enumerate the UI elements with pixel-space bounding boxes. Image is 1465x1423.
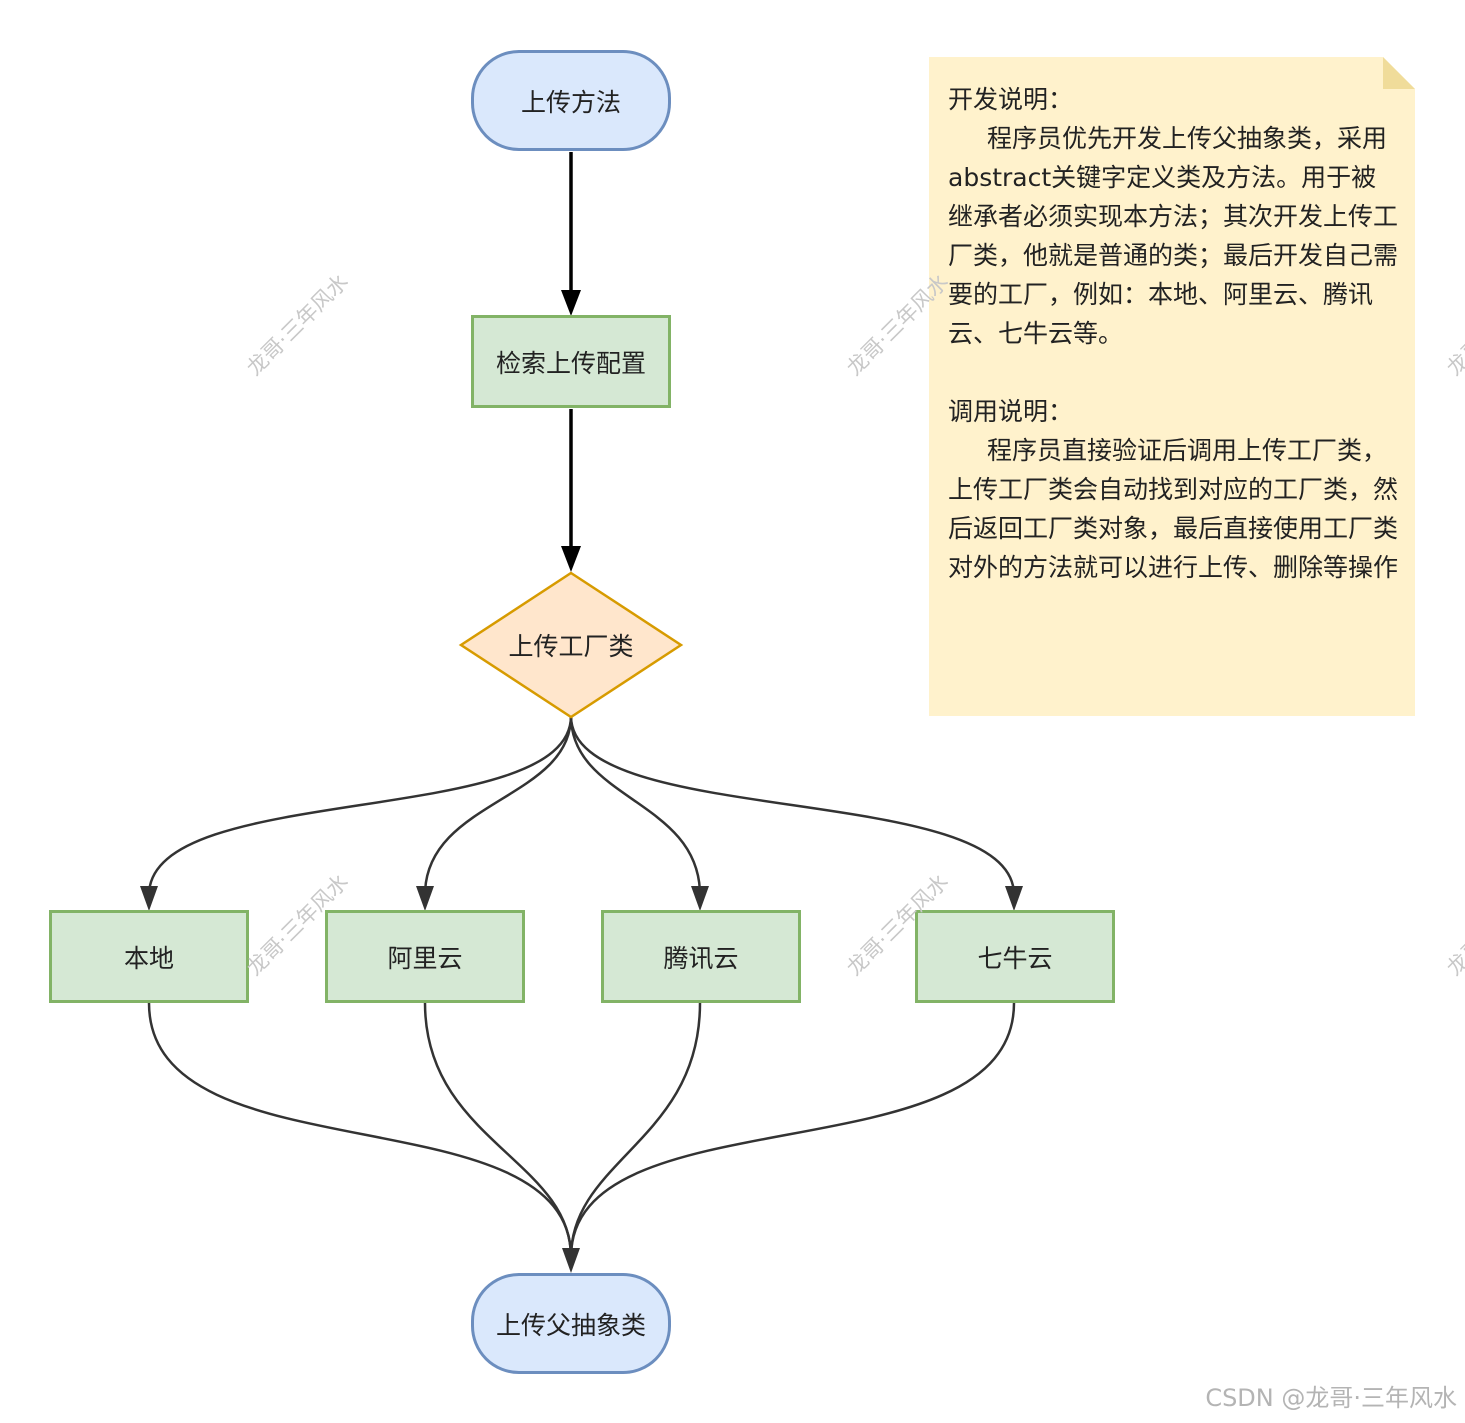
- end-node: 上传父抽象类: [471, 1273, 671, 1374]
- start-node: 上传方法: [471, 50, 671, 151]
- note-text: 开发说明： 程序员优先开发上传父抽象类，采用abstract关键字定义类及方法。…: [948, 80, 1398, 587]
- aliyun-node: 阿里云: [325, 910, 525, 1003]
- factory-decision-label: 上传工厂类: [508, 632, 634, 661]
- dev-notes-body: 程序员优先开发上传父抽象类，采用abstract关键字定义类及方法。用于被继承者…: [948, 119, 1398, 353]
- dev-notes-title: 开发说明：: [948, 85, 1074, 114]
- arrowhead-tencent: [691, 886, 709, 911]
- edge-qiniu-to-end: [569, 1002, 1016, 1258]
- arrowhead-end: [562, 1248, 580, 1273]
- tencent-node: 腾讯云: [601, 910, 801, 1003]
- aliyun-label: 阿里云: [387, 943, 463, 973]
- edge-factory-to-aliyun: [423, 715, 573, 896]
- edge-factory-to-local: [147, 715, 573, 896]
- edge-tencent-to-end: [569, 1002, 702, 1258]
- footer-credit: CSDN @龙哥·三年风水: [1205, 1384, 1457, 1412]
- arrowhead-qiniu: [1005, 886, 1023, 911]
- edge-local-to-end: [147, 1002, 573, 1258]
- start-node-label: 上传方法: [520, 87, 621, 117]
- arrowhead-retrieve: [561, 290, 581, 316]
- retrieve-config-node: 检索上传配置: [471, 315, 671, 408]
- call-notes-title: 调用说明：: [948, 397, 1074, 426]
- tencent-label: 腾讯云: [663, 943, 739, 973]
- factory-decision-node: 上传工厂类: [461, 573, 681, 717]
- dev-notes-body-text: 程序员优先开发上传父抽象类，采用abstract关键字定义类及方法。用于被继承者…: [948, 124, 1399, 348]
- arrowhead-aliyun: [416, 886, 434, 911]
- call-notes-body-text: 程序员直接验证后调用上传工厂类，上传工厂类会自动找到对应的工厂类，然后返回工厂类…: [948, 436, 1399, 582]
- qiniu-node: 七牛云: [915, 910, 1115, 1003]
- edge-aliyun-to-end: [423, 1002, 573, 1258]
- sticky-note: [929, 57, 1415, 716]
- qiniu-label: 七牛云: [977, 943, 1053, 973]
- retrieve-config-label: 检索上传配置: [495, 348, 646, 378]
- local-node: 本地: [49, 910, 249, 1003]
- factory-diamond-shape: [458, 571, 684, 719]
- edge-factory-to-tencent: [569, 715, 702, 896]
- end-node-label: 上传父抽象类: [495, 1310, 646, 1340]
- arrowhead-factory: [561, 546, 581, 572]
- local-label: 本地: [123, 943, 174, 973]
- call-notes-body: 程序员直接验证后调用上传工厂类，上传工厂类会自动找到对应的工厂类，然后返回工厂类…: [948, 431, 1398, 587]
- edge-factory-to-qiniu: [569, 715, 1016, 896]
- arrowhead-local: [140, 886, 158, 911]
